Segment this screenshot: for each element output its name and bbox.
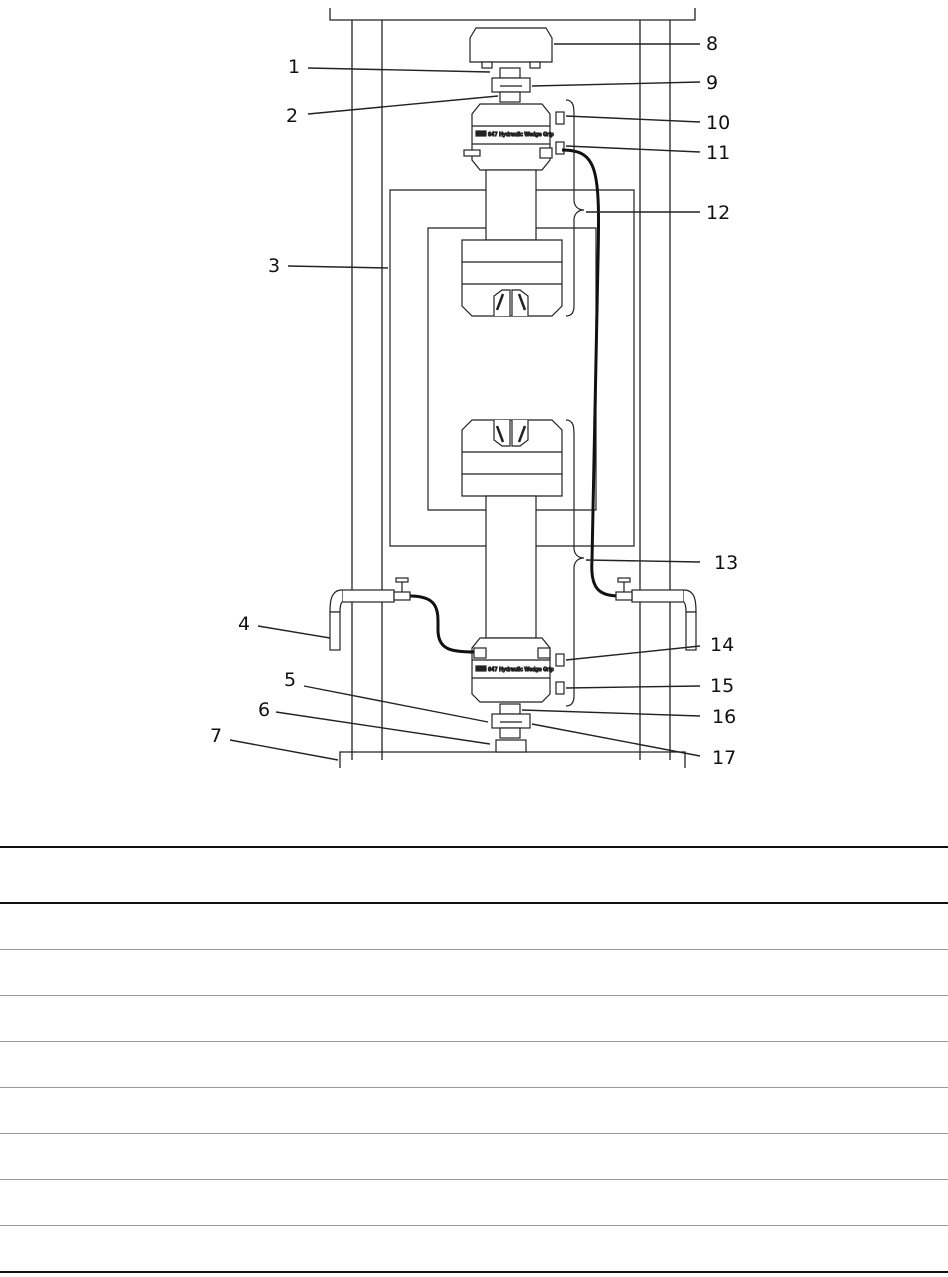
table-cell: [0, 1133, 948, 1180]
upper-adapter-stack: [491, 67, 531, 103]
lower-grip-body: 647 Hydraulic Wedge Grip: [461, 419, 565, 703]
table-cell: [0, 1179, 948, 1226]
callout-17: 17: [712, 747, 736, 769]
table-cell: [0, 995, 948, 1042]
upper-grip-plate-text: 647 Hydraulic Wedge Grip: [488, 132, 554, 138]
callout-10: 10: [706, 112, 730, 134]
table-row: [0, 1225, 948, 1273]
left-valve-assembly: [329, 577, 411, 651]
right-valve-assembly: [615, 577, 697, 651]
table-cell: [0, 1041, 948, 1088]
table-cell: [0, 1087, 948, 1134]
grip-assembly-diagram: 647 Hydraulic Wedge Grip: [210, 8, 738, 769]
callout-15: 15: [710, 675, 734, 697]
brackets: [565, 99, 585, 707]
grip-frame-left: [389, 189, 486, 547]
callout-9: 9: [706, 72, 718, 94]
table-cell: [0, 1225, 948, 1273]
callout-16: 16: [712, 706, 736, 728]
callout-5: 5: [284, 669, 296, 691]
parts-table: [0, 846, 948, 1273]
lower-grip-plate-text: 647 Hydraulic Wedge Grip: [488, 667, 554, 673]
table-row: [0, 1179, 948, 1226]
leader-lines: [229, 43, 701, 761]
hydraulic-hoses: [409, 148, 621, 654]
table-row: [0, 1041, 948, 1088]
table-header: [0, 846, 948, 904]
table-header-row: [0, 846, 948, 904]
callout-7: 7: [210, 725, 222, 747]
lower-adapter-stack: [491, 703, 531, 753]
callout-2: 2: [286, 105, 298, 127]
table-row: [0, 949, 948, 996]
table-row: [0, 1133, 948, 1180]
callout-8: 8: [706, 33, 718, 55]
callout-12: 12: [706, 202, 730, 224]
table-cell: [0, 949, 948, 996]
callout-6: 6: [258, 699, 270, 721]
load-cell: [469, 27, 553, 69]
callout-1: 1: [288, 56, 300, 78]
table-row: [0, 1087, 948, 1134]
callout-11: 11: [706, 142, 730, 164]
table-row: [0, 903, 948, 950]
callout-13: 13: [714, 552, 738, 574]
table-row: [0, 995, 948, 1042]
table-cell: [0, 903, 948, 950]
upper-grip-body: 647 Hydraulic Wedge Grip: [461, 103, 565, 317]
callout-14: 14: [710, 634, 734, 656]
callout-3: 3: [268, 255, 280, 277]
callout-labels: 1 2 3 4 5 6 7 8 9 10 11 12 13 14 15 16 1…: [210, 33, 738, 769]
callout-4: 4: [238, 613, 250, 635]
